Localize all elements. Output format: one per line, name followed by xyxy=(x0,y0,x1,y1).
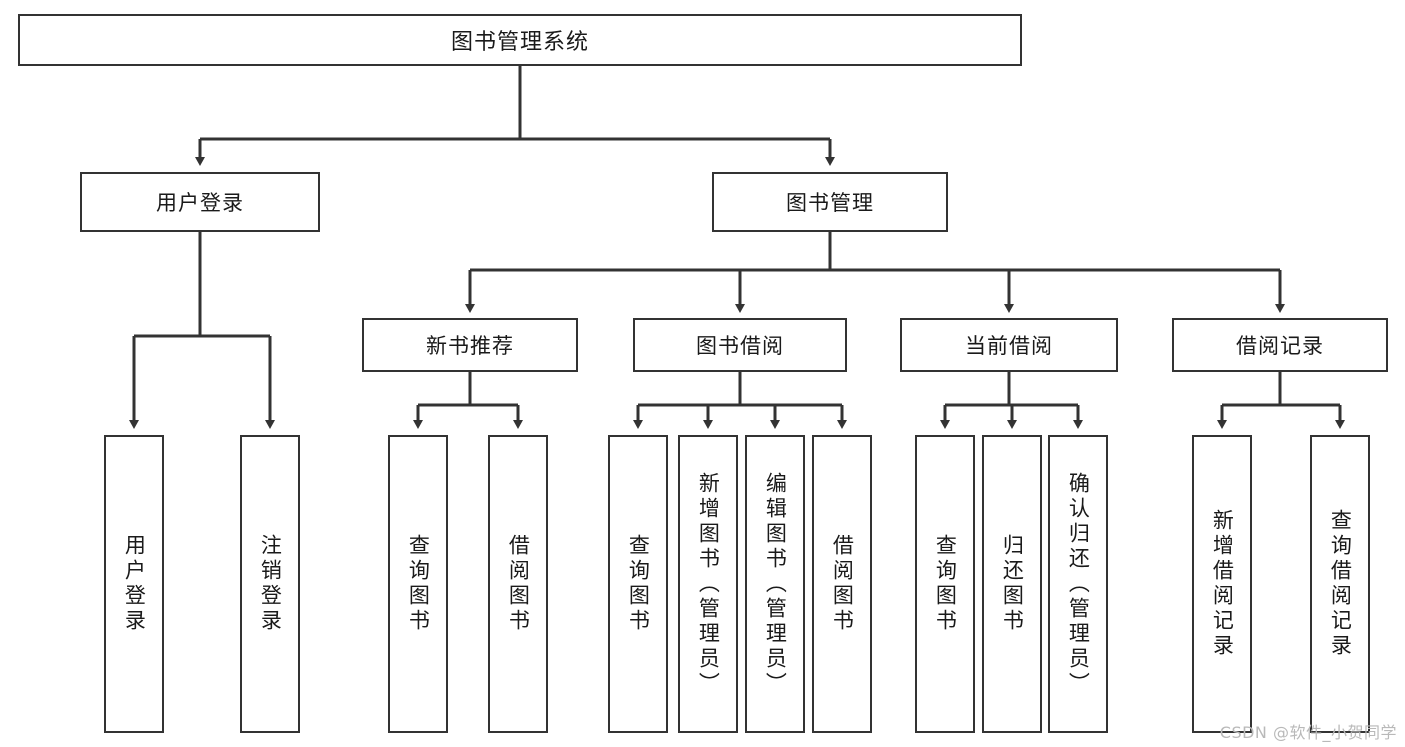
node-user-login[interactable]: 用户登录 xyxy=(80,172,320,232)
node-leaf-query-book-1-label: 查询图书 xyxy=(406,534,431,634)
node-leaf-user-login-label: 用户登录 xyxy=(122,534,147,634)
node-leaf-query-record-label: 查询借阅记录 xyxy=(1328,509,1353,659)
node-root-label: 图书管理系统 xyxy=(450,30,589,55)
node-leaf-add-record-label: 新增借阅记录 xyxy=(1210,509,1235,659)
node-leaf-add-book-label: 新增图书（管理员） xyxy=(696,471,721,697)
node-current-borrow-label: 当前借阅 xyxy=(965,334,1053,358)
node-book-manage-label: 图书管理 xyxy=(786,191,874,215)
node-leaf-query-book-2[interactable]: 查询图书 xyxy=(608,435,668,733)
node-book-manage[interactable]: 图书管理 xyxy=(712,172,948,232)
node-root[interactable]: 图书管理系统 xyxy=(18,14,1022,66)
node-leaf-borrow-book-2-label: 借阅图书 xyxy=(830,534,855,634)
node-leaf-confirm-return-label: 确认归还（管理员） xyxy=(1066,471,1091,697)
node-leaf-logout[interactable]: 注销登录 xyxy=(240,435,300,733)
node-new-book-recommend-label: 新书推荐 xyxy=(426,334,514,358)
node-leaf-edit-book-label: 编辑图书（管理员） xyxy=(763,471,788,697)
node-leaf-confirm-return[interactable]: 确认归还（管理员） xyxy=(1048,435,1108,733)
watermark: CSDN @软件_小贺同学 xyxy=(1219,723,1397,742)
node-user-login-label: 用户登录 xyxy=(156,191,244,215)
node-leaf-user-login[interactable]: 用户登录 xyxy=(104,435,164,733)
node-leaf-query-book-1[interactable]: 查询图书 xyxy=(388,435,448,733)
node-leaf-query-book-3-label: 查询图书 xyxy=(933,534,958,634)
node-leaf-query-book-2-label: 查询图书 xyxy=(626,534,651,634)
node-leaf-logout-label: 注销登录 xyxy=(258,534,283,634)
node-leaf-borrow-book-1[interactable]: 借阅图书 xyxy=(488,435,548,733)
node-leaf-add-record[interactable]: 新增借阅记录 xyxy=(1192,435,1252,733)
node-book-borrow-label: 图书借阅 xyxy=(696,334,784,358)
node-leaf-add-book[interactable]: 新增图书（管理员） xyxy=(678,435,738,733)
node-leaf-edit-book[interactable]: 编辑图书（管理员） xyxy=(745,435,805,733)
node-leaf-query-record[interactable]: 查询借阅记录 xyxy=(1310,435,1370,733)
node-new-book-recommend[interactable]: 新书推荐 xyxy=(362,318,578,372)
node-leaf-borrow-book-2[interactable]: 借阅图书 xyxy=(812,435,872,733)
node-leaf-return-book[interactable]: 归还图书 xyxy=(982,435,1042,733)
node-leaf-borrow-book-1-label: 借阅图书 xyxy=(506,534,531,634)
node-leaf-query-book-3[interactable]: 查询图书 xyxy=(915,435,975,733)
node-leaf-return-book-label: 归还图书 xyxy=(1000,534,1025,634)
node-borrow-record-label: 借阅记录 xyxy=(1236,334,1324,358)
node-borrow-record[interactable]: 借阅记录 xyxy=(1172,318,1388,372)
node-book-borrow[interactable]: 图书借阅 xyxy=(633,318,847,372)
node-current-borrow[interactable]: 当前借阅 xyxy=(900,318,1118,372)
